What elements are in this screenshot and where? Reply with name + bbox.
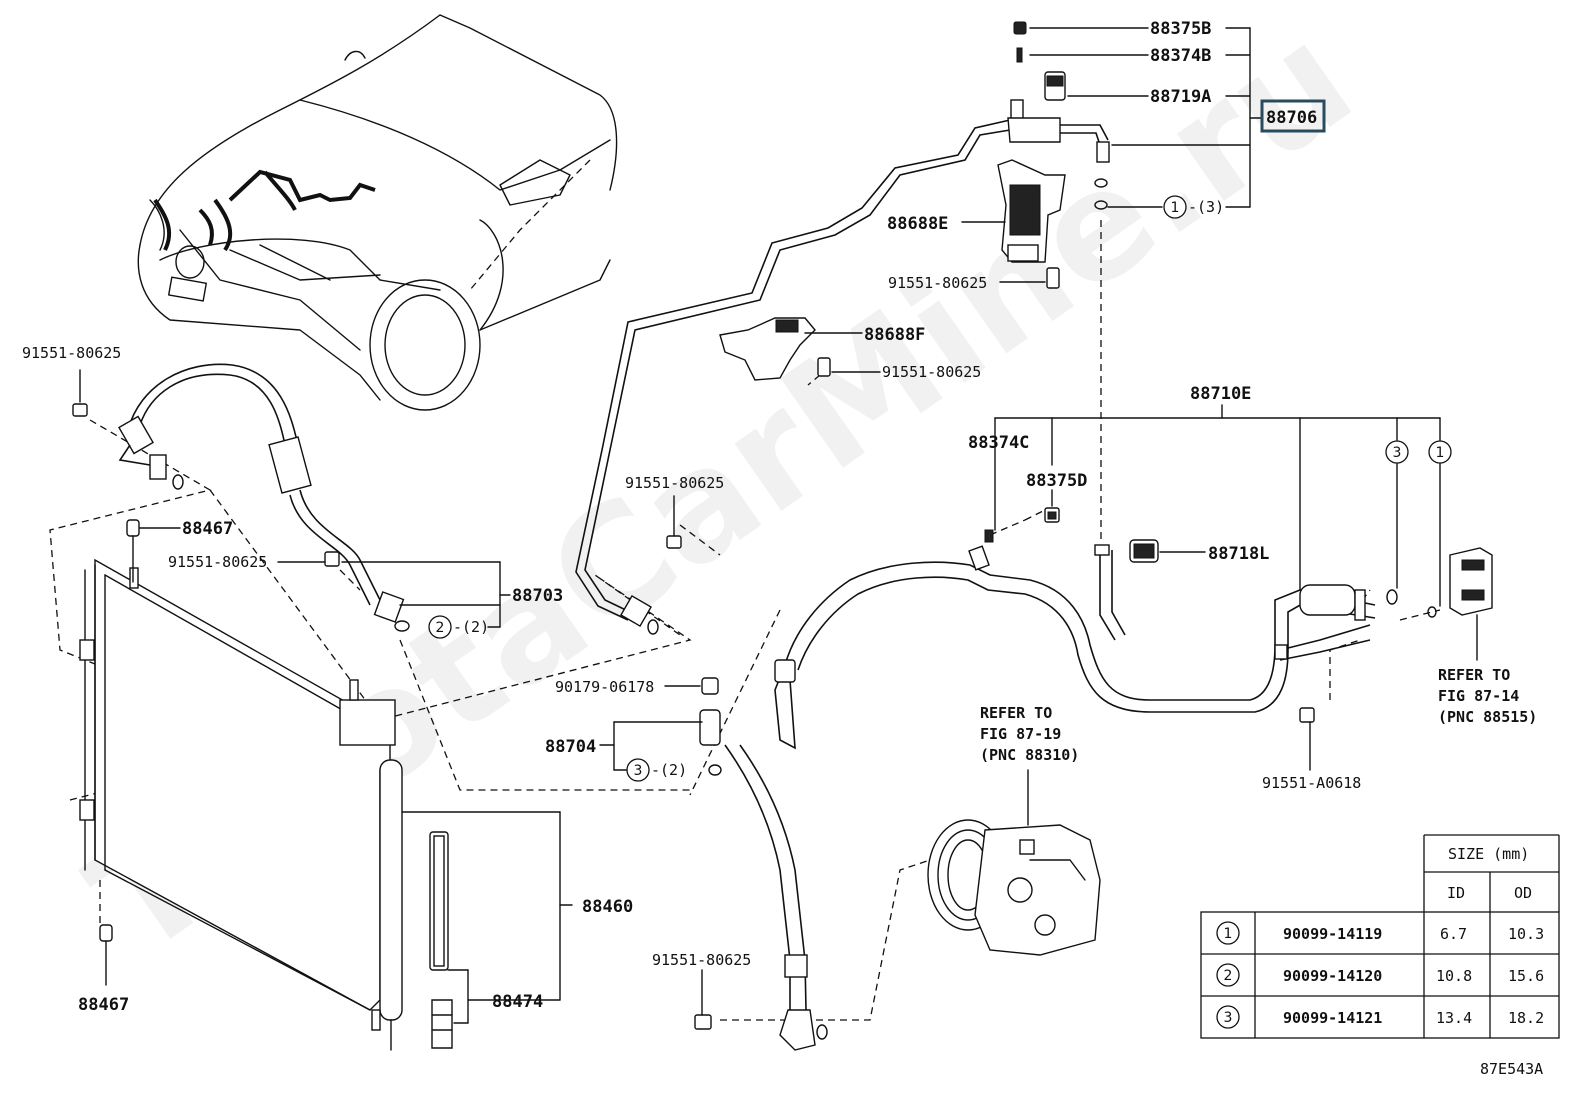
table-row-3-part: 90099-14121	[1283, 1009, 1382, 1027]
svg-text:2: 2	[436, 620, 445, 636]
label-88703: 88703	[512, 586, 563, 606]
plug-88467-bottom	[99, 924, 113, 942]
ring3-count: -(2)	[651, 761, 687, 779]
label-88474: 88474	[492, 992, 543, 1012]
discharge-hose-88703	[118, 363, 410, 632]
table-header-od: OD	[1514, 884, 1532, 902]
refer-valve-line3: (PNC 88515)	[1438, 708, 1537, 726]
ring-1-right	[1428, 440, 1452, 464]
compressor-88310	[927, 819, 1101, 956]
label-bolt-bottom: 91551-80625	[652, 951, 751, 969]
table-row-3-id: 13.4	[1436, 1009, 1472, 1027]
table-row-3-od: 18.2	[1508, 1009, 1544, 1027]
label-bolt-left-top: 91551-80625	[22, 344, 121, 362]
bracket-88688E	[997, 159, 1066, 289]
table-row-1-num	[1216, 921, 1240, 945]
figure-code: 87E543A	[1480, 1060, 1543, 1078]
bolt-88703	[324, 551, 340, 567]
fitting-88706	[1007, 21, 1110, 210]
table-header-size: SIZE (mm)	[1448, 845, 1529, 863]
pipe-88706-line	[575, 119, 1011, 635]
label-bolt-A0618: 91551-A0618	[1262, 774, 1361, 792]
label-88688E: 88688E	[887, 214, 948, 234]
ring2-count: -(2)	[453, 618, 489, 636]
filter-plug	[431, 999, 453, 1049]
label-88718L: 88718L	[1208, 544, 1269, 564]
condenser-88460	[79, 558, 403, 1051]
svg-text:3: 3	[634, 763, 643, 779]
label-88374C: 88374C	[968, 433, 1029, 453]
bolt-A0618	[1299, 707, 1315, 723]
label-90179: 90179-06178	[555, 678, 654, 696]
table-row-2-part: 90099-14120	[1283, 967, 1382, 985]
label-bolt-mid: 91551-80625	[625, 474, 724, 492]
ring-1-top	[1163, 195, 1187, 219]
svg-text:1: 1	[1436, 445, 1445, 461]
refer-compressor-line2: FIG 87-19	[980, 725, 1061, 743]
label-88467-bottom: 88467	[78, 995, 129, 1015]
label-88467-top: 88467	[182, 519, 233, 539]
svg-text:1: 1	[1224, 926, 1233, 942]
table-row-2-od: 15.6	[1508, 967, 1544, 985]
label-88374B: 88374B	[1150, 46, 1211, 66]
ring-3-right	[1385, 440, 1409, 464]
label-88688F: 88688F	[864, 325, 925, 345]
label-88710E: 88710E	[1190, 384, 1251, 404]
highlight-88706	[1260, 99, 1326, 133]
ring-2-left	[428, 615, 452, 639]
pipe-88710E	[774, 507, 1437, 750]
table-row-1-part: 90099-14119	[1283, 925, 1382, 943]
plug-88467-top	[126, 519, 140, 537]
refer-compressor-line3: (PNC 88310)	[980, 746, 1079, 764]
car-illustration	[137, 14, 618, 411]
label-88375D: 88375D	[1026, 471, 1087, 491]
table-row-1-id: 6.7	[1440, 925, 1467, 943]
table-row-3-num	[1216, 1005, 1240, 1029]
bolt-left-top	[72, 403, 88, 417]
table-header-id: ID	[1447, 884, 1465, 902]
table-row-2-num	[1216, 963, 1240, 987]
label-88704: 88704	[545, 737, 596, 757]
bracket-88688F	[719, 317, 831, 381]
ring1-count: -(3)	[1188, 198, 1224, 216]
o-ring-size-table: SIZE (mm) ID OD 1 90099-14119 6.7 10.3 2…	[1200, 834, 1560, 1039]
leader-lines	[79, 27, 1478, 1024]
svg-text:3: 3	[1224, 1010, 1233, 1026]
ring-3-left	[626, 758, 650, 782]
expansion-valve-88515	[1449, 547, 1493, 616]
part-labels: 88375B 88374B 88719A 88706 1 -(3) 88688E…	[22, 19, 1543, 1078]
label-bolt-88688E: 91551-80625	[888, 274, 987, 292]
label-bolt-88688F: 91551-80625	[882, 363, 981, 381]
label-bolt-88703: 91551-80625	[168, 553, 267, 571]
svg-text:2: 2	[1224, 968, 1233, 984]
label-88375B: 88375B	[1150, 19, 1211, 39]
svg-text:3: 3	[1393, 445, 1402, 461]
refer-compressor-line1: REFER TO	[980, 704, 1052, 722]
bolt-mid	[666, 535, 682, 549]
refer-valve-line1: REFER TO	[1438, 666, 1510, 684]
table-row-2-id: 10.8	[1436, 967, 1472, 985]
svg-text:1: 1	[1171, 200, 1180, 216]
label-88719A: 88719A	[1150, 87, 1211, 107]
refer-valve-line2: FIG 87-14	[1438, 687, 1519, 705]
suction-hose-88704	[694, 677, 828, 1051]
label-88706[interactable]: 88706	[1266, 108, 1317, 128]
label-88460: 88460	[582, 897, 633, 917]
table-row-1-od: 10.3	[1508, 925, 1544, 943]
